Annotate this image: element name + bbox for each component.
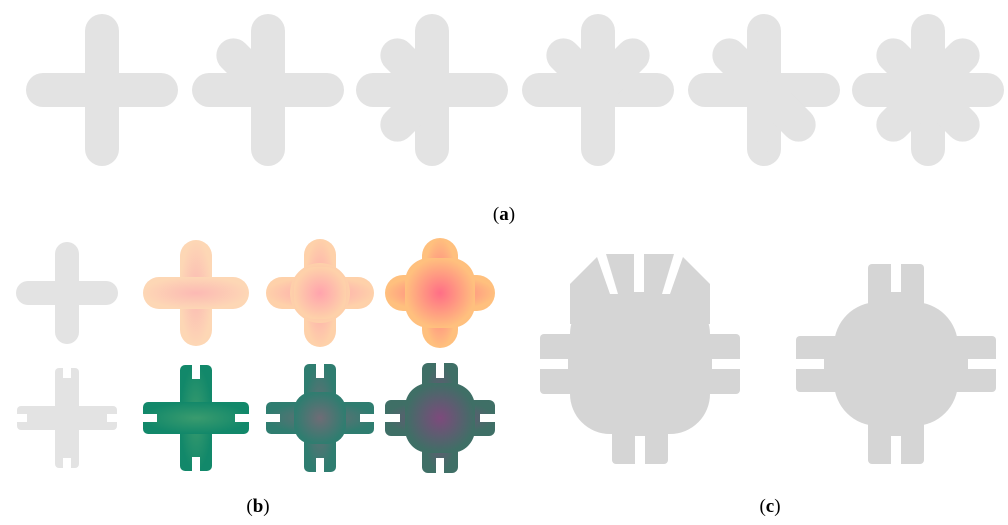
panel-b-row-2-shape-2 bbox=[143, 365, 249, 471]
panel-b-row-1-shape-3 bbox=[266, 239, 374, 347]
panel-a-shape-4 bbox=[522, 14, 674, 166]
panel-a-shape-3 bbox=[356, 14, 508, 166]
panel-b-row-1-shape-2 bbox=[143, 240, 249, 346]
panel-b-row-1-shape-4 bbox=[385, 238, 495, 348]
panel-c-label: (c) bbox=[759, 496, 780, 517]
panel-a-shape-6 bbox=[852, 14, 1004, 166]
panel-b-row-2-shape-3 bbox=[266, 364, 374, 472]
panel-a-shape-2 bbox=[192, 14, 344, 166]
panel-c-shape-1 bbox=[538, 252, 742, 466]
panel-a-label: (a) bbox=[493, 204, 515, 225]
panel-b bbox=[16, 238, 495, 473]
panel-c bbox=[538, 252, 998, 466]
panel-b-row-1-shape-1 bbox=[16, 242, 118, 344]
panel-a-shape-5 bbox=[688, 14, 840, 166]
panel-a-shape-1 bbox=[26, 14, 178, 166]
panel-a bbox=[26, 14, 1004, 166]
panel-b-label: (b) bbox=[246, 496, 269, 517]
panel-b-row-2-shape-1 bbox=[17, 368, 117, 468]
panel-b-row-2-shape-4 bbox=[385, 363, 495, 473]
panel-c-shape-2 bbox=[794, 262, 998, 466]
